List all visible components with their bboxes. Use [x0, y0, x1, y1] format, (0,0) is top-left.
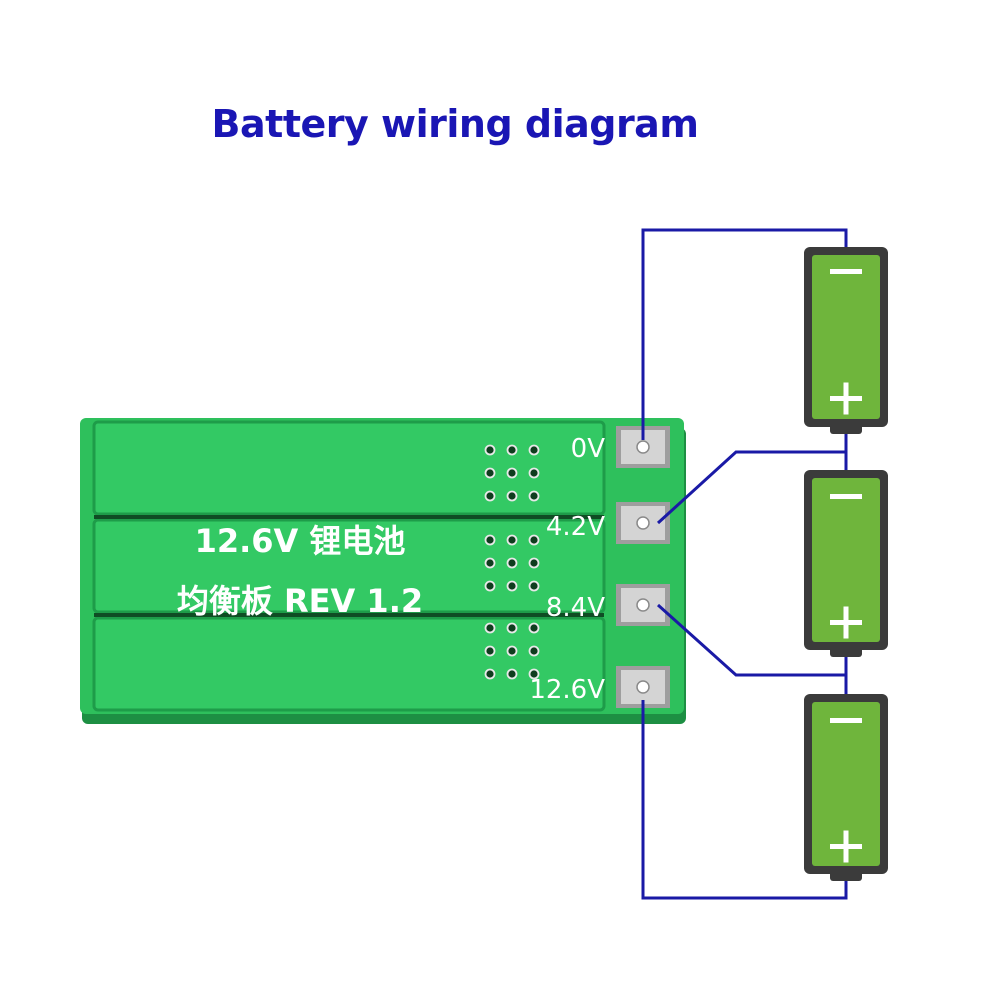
via-hole: [506, 580, 518, 592]
via-hole: [506, 668, 518, 680]
via-hole: [528, 580, 540, 592]
via-grid: [484, 444, 540, 680]
via-hole: [506, 467, 518, 479]
via-hole: [528, 668, 540, 680]
wire-0v: [641, 228, 848, 440]
board-label-line2: 均衡板 REV 1.2: [177, 582, 423, 620]
via-hole: [484, 580, 496, 592]
positive-sign-icon: [830, 382, 862, 415]
via-hole: [528, 645, 540, 657]
via-hole: [506, 557, 518, 569]
positive-sign-icon: [830, 830, 862, 863]
via-hole: [528, 467, 540, 479]
via-hole: [506, 534, 518, 546]
balance-board: 12.6V 锂电池 均衡板 REV 1.2 0V 4.2V 8.4V 12.6V: [80, 418, 686, 724]
pad-label-0v: 0V: [571, 434, 606, 464]
battery-cell-2: [804, 470, 888, 657]
via-hole: [484, 645, 496, 657]
page-title: Battery wiring diagram: [211, 102, 699, 146]
pcb-strip-2: [92, 518, 606, 614]
via-hole: [484, 490, 496, 502]
negative-sign-icon: [830, 718, 862, 723]
positive-sign-icon: [830, 606, 862, 639]
solder-pad-8v4: [616, 584, 670, 626]
wires: [641, 228, 848, 900]
board-label-line1: 12.6V 锂电池: [195, 522, 406, 560]
via-hole: [484, 467, 496, 479]
via-hole: [484, 557, 496, 569]
solder-pad-4v2: [616, 502, 670, 544]
via-hole: [528, 557, 540, 569]
via-hole: [484, 444, 496, 456]
wire-4v2: [656, 450, 846, 525]
negative-sign-icon: [830, 269, 862, 274]
via-hole: [528, 444, 540, 456]
pad-label-8v4: 8.4V: [546, 593, 605, 623]
via-hole: [528, 490, 540, 502]
wire-8v4: [656, 603, 846, 677]
pcb-strip-3: [92, 616, 606, 712]
via-hole: [506, 622, 518, 634]
via-hole: [506, 490, 518, 502]
via-hole: [484, 668, 496, 680]
pad-label-12v6: 12.6V: [529, 675, 605, 705]
via-hole: [484, 534, 496, 546]
via-hole: [528, 622, 540, 634]
via-hole: [528, 534, 540, 546]
wire-12v6: [641, 700, 848, 900]
via-hole: [506, 444, 518, 456]
negative-sign-icon: [830, 494, 862, 499]
battery-cell-3: [804, 694, 888, 881]
battery-cell-1: [804, 247, 888, 434]
via-hole: [484, 622, 496, 634]
pad-label-4v2: 4.2V: [546, 512, 605, 542]
pcb-strip-1: [92, 420, 606, 516]
via-hole: [506, 645, 518, 657]
